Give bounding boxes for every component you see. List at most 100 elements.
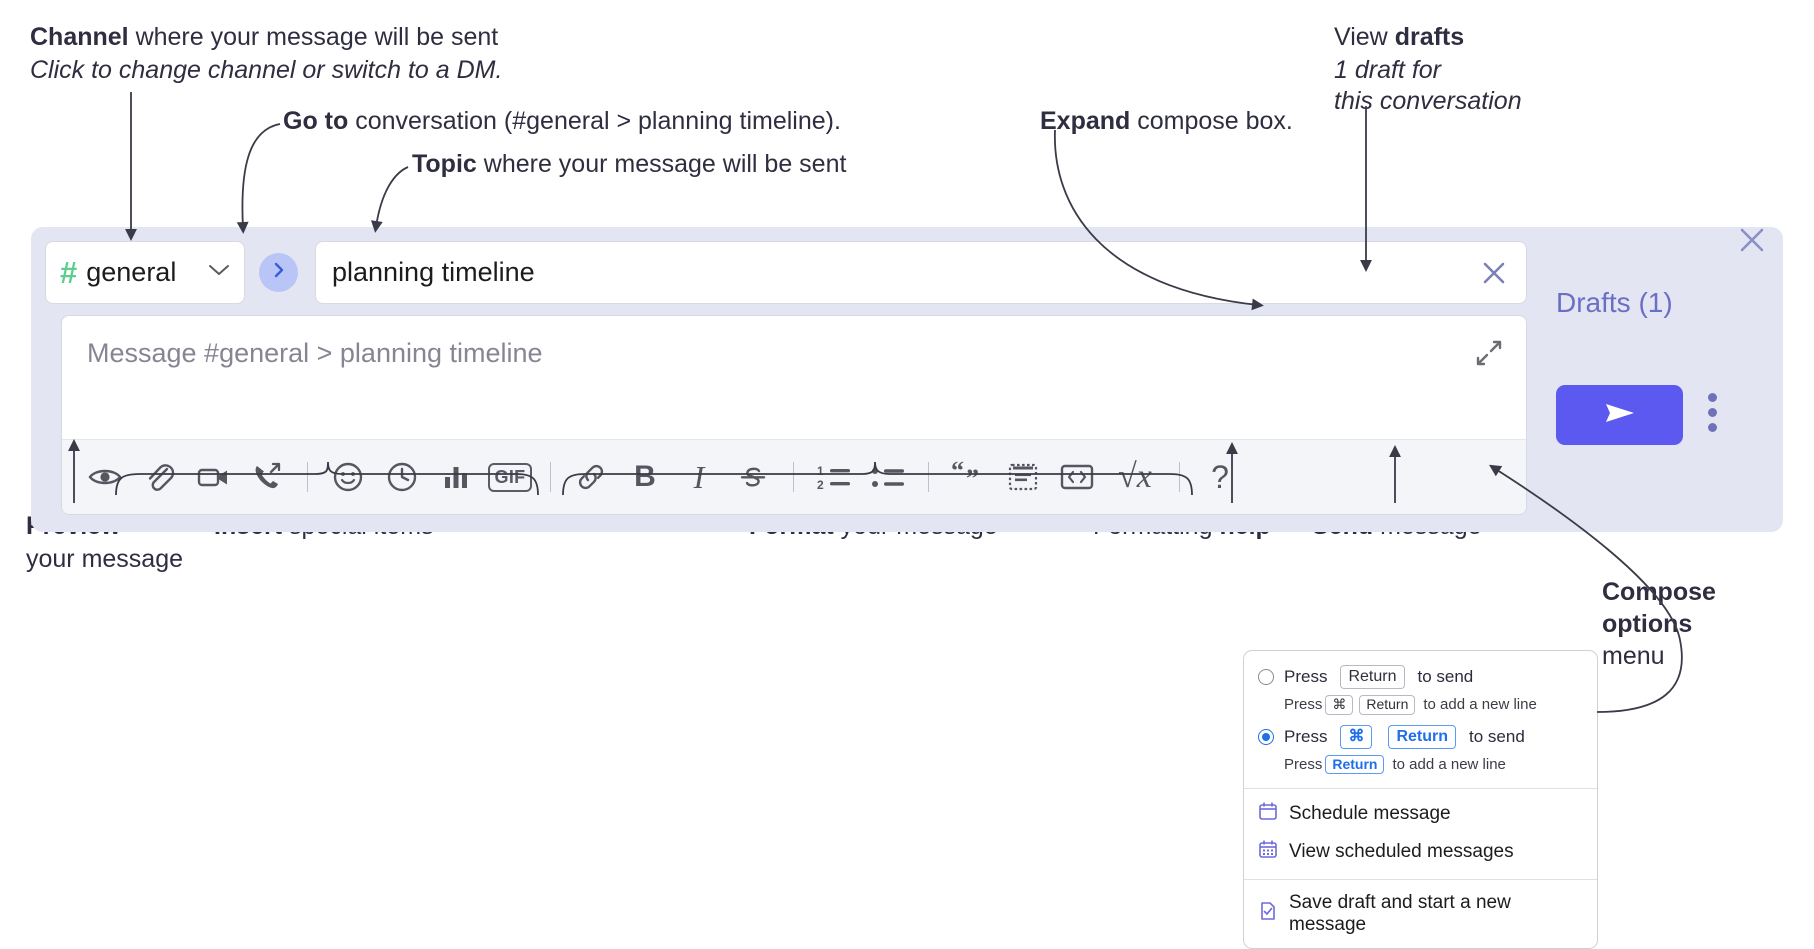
option1-suffix: to send bbox=[1417, 667, 1474, 686]
chevron-down-icon bbox=[208, 263, 230, 282]
strikethrough-icon[interactable] bbox=[726, 450, 780, 504]
menu-sub-option-return: Press ⌘ Return to add a new line bbox=[1244, 693, 1597, 721]
preview-icon[interactable] bbox=[78, 450, 132, 504]
toolbar-divider bbox=[550, 462, 551, 492]
channel-selector[interactable]: # general bbox=[45, 241, 245, 304]
formatting-help-icon[interactable]: ? bbox=[1193, 450, 1247, 504]
menu-radio-option-return[interactable]: Press Return to send bbox=[1244, 661, 1597, 693]
annotation-expand: Expand compose box. bbox=[1040, 106, 1293, 137]
annotation-compose-options-bold1: Compose bbox=[1602, 578, 1716, 606]
annotation-goto-bold: Go to bbox=[283, 107, 349, 135]
key-command: ⌘ bbox=[1325, 695, 1354, 715]
blockquote-icon[interactable]: “ ” bbox=[942, 450, 996, 504]
annotation-expand-rest: compose box. bbox=[1130, 107, 1293, 135]
svg-text:2: 2 bbox=[817, 478, 824, 492]
annotation-drafts-bold: drafts bbox=[1394, 23, 1465, 51]
call-forward-icon[interactable] bbox=[240, 450, 294, 504]
math-icon[interactable]: √x bbox=[1104, 450, 1166, 504]
menu-item-view-scheduled-messages[interactable]: View scheduled messages bbox=[1244, 833, 1597, 871]
menu-item-schedule-message[interactable]: Schedule message bbox=[1244, 795, 1597, 833]
gif-icon[interactable]: GIF bbox=[483, 450, 537, 504]
help-label: ? bbox=[1211, 459, 1229, 495]
svg-text:“: “ bbox=[951, 460, 964, 485]
menu-item-save-draft[interactable]: Save draft and start a new message bbox=[1244, 886, 1597, 948]
toolbar-divider bbox=[307, 462, 308, 492]
poll-icon[interactable] bbox=[429, 450, 483, 504]
calendar-icon bbox=[1258, 801, 1278, 827]
menu-sub-option-cmd-return: Press Return to add a new line bbox=[1244, 753, 1597, 781]
message-input-box[interactable]: Message #general > planning timeline bbox=[61, 315, 1527, 515]
compose-options-button[interactable] bbox=[1708, 393, 1717, 432]
video-icon[interactable] bbox=[186, 450, 240, 504]
italic-label: I bbox=[693, 459, 705, 495]
drafts-link[interactable]: Drafts (1) bbox=[1556, 287, 1673, 318]
annotation-compose-options-plain: menu bbox=[1602, 642, 1665, 670]
annotation-compose-options-bold2: options bbox=[1602, 610, 1693, 638]
compose-options-menu: Press Return to send Press ⌘ Return to a… bbox=[1243, 650, 1598, 949]
annotation-compose-options-1: Compose bbox=[1602, 577, 1716, 608]
toolbar-divider bbox=[1179, 462, 1180, 492]
option1-sub-suffix: to add a new line bbox=[1423, 696, 1537, 714]
gif-label: GIF bbox=[487, 462, 533, 492]
menu-item-label: Schedule message bbox=[1289, 803, 1451, 824]
ordered-list-icon[interactable]: 1 2 bbox=[807, 450, 861, 504]
dot bbox=[1708, 408, 1717, 417]
calendar-grid-icon bbox=[1258, 839, 1278, 865]
bold-label: B bbox=[634, 460, 656, 493]
attachment-icon[interactable] bbox=[132, 450, 186, 504]
bulleted-list-icon[interactable] bbox=[861, 450, 915, 504]
option2-sub-suffix: to add a new line bbox=[1392, 755, 1506, 773]
annotation-drafts-italic1: 1 draft for bbox=[1334, 56, 1441, 84]
math-label: √x bbox=[1118, 458, 1152, 495]
annotation-drafts-plain: View bbox=[1334, 23, 1395, 51]
document-check-icon bbox=[1258, 901, 1278, 927]
panel-close-icon[interactable] bbox=[1735, 223, 1769, 262]
channel-row: # general planning timeline bbox=[45, 241, 1527, 304]
send-paper-plane-icon bbox=[1599, 398, 1641, 433]
topic-value: planning timeline bbox=[332, 257, 535, 287]
menu-item-label: Save draft and start a new message bbox=[1289, 892, 1511, 935]
annotation-drafts-italic2: this conversation bbox=[1334, 87, 1522, 115]
compose-right-rail: Drafts (1) bbox=[1540, 227, 1783, 504]
menu-radio-option-cmd-return[interactable]: Press ⌘ Return to send bbox=[1244, 721, 1597, 753]
annotation-expand-bold: Expand bbox=[1040, 107, 1131, 135]
formatting-toolbar: GIF B I bbox=[62, 439, 1526, 514]
goto-conversation-button[interactable] bbox=[259, 253, 298, 292]
svg-text:”: ” bbox=[966, 464, 979, 493]
annotation-preview-rest: your message bbox=[26, 545, 184, 573]
annotation-topic: Topic where your message will be sent bbox=[412, 149, 846, 180]
dot bbox=[1708, 423, 1717, 432]
inline-code-icon[interactable] bbox=[1050, 450, 1104, 504]
menu-divider bbox=[1244, 879, 1597, 880]
annotation-drafts: View drafts bbox=[1334, 22, 1464, 53]
emoji-icon[interactable] bbox=[321, 450, 375, 504]
close-icon[interactable] bbox=[1478, 257, 1510, 289]
clock-icon[interactable] bbox=[375, 450, 429, 504]
annotation-drafts-sub2: this conversation bbox=[1334, 86, 1522, 117]
key-return: Return bbox=[1388, 724, 1457, 749]
option1-sub-press: Press bbox=[1284, 696, 1323, 714]
chevron-right-icon bbox=[270, 261, 288, 284]
link-icon[interactable] bbox=[564, 450, 618, 504]
option2-sub-press: Press bbox=[1284, 755, 1323, 773]
bold-icon[interactable]: B bbox=[618, 450, 672, 504]
code-block-icon[interactable] bbox=[996, 450, 1050, 504]
svg-text:1: 1 bbox=[817, 464, 824, 478]
dot bbox=[1708, 393, 1717, 402]
italic-icon[interactable]: I bbox=[672, 450, 726, 504]
menu-divider bbox=[1244, 788, 1597, 789]
expand-icon[interactable] bbox=[1474, 338, 1504, 373]
menu-item-label: View scheduled messages bbox=[1289, 841, 1514, 862]
radio-button[interactable] bbox=[1258, 669, 1274, 685]
message-placeholder: Message #general > planning timeline bbox=[87, 338, 543, 368]
send-button[interactable] bbox=[1556, 385, 1683, 445]
annotation-channel-bold: Channel bbox=[30, 23, 129, 51]
annotation-channel-sub: Click to change channel or switch to a D… bbox=[30, 55, 502, 86]
compose-panel: # general planning timeline Message #gen… bbox=[31, 227, 1783, 532]
key-return: Return bbox=[1340, 665, 1405, 689]
key-return: Return bbox=[1325, 754, 1385, 774]
key-return: Return bbox=[1359, 695, 1416, 715]
radio-button-selected[interactable] bbox=[1258, 728, 1274, 745]
toolbar-divider bbox=[928, 462, 929, 492]
topic-input[interactable]: planning timeline bbox=[315, 241, 1527, 304]
